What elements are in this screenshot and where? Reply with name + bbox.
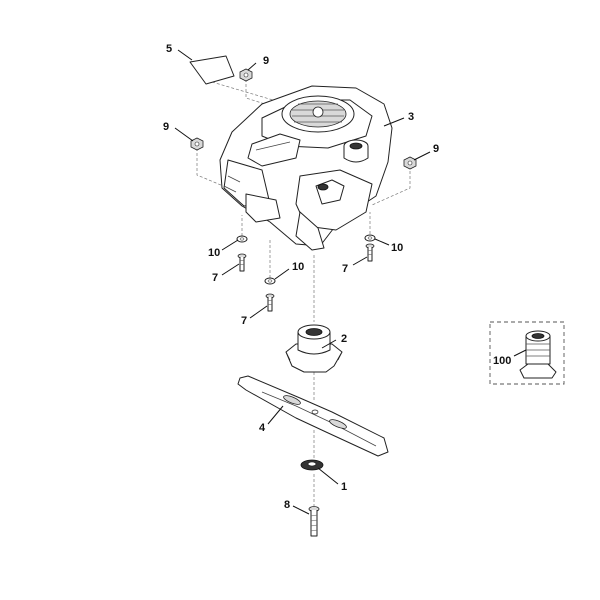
bolt-part <box>365 243 375 262</box>
detail-inset <box>489 321 565 385</box>
decal-part <box>189 55 235 85</box>
blade-washer-part <box>300 459 324 471</box>
washer-part <box>264 277 276 285</box>
callout-7: 7 <box>212 272 218 284</box>
callout-labels: 5 9 9 3 9 10 10 10 7 7 7 2 4 1 8 100 <box>163 43 511 511</box>
bolt-part <box>265 293 275 312</box>
bolt-part <box>237 253 247 272</box>
callout-4: 4 <box>259 422 266 434</box>
callout-10: 10 <box>292 261 304 273</box>
callout-8: 8 <box>284 499 290 511</box>
callout-9: 9 <box>433 143 439 155</box>
nut-part <box>190 137 204 151</box>
blade-bolt-part <box>308 506 320 537</box>
callout-1: 1 <box>341 481 347 493</box>
nut-part <box>403 156 417 170</box>
engine-part <box>219 85 393 251</box>
callout-3: 3 <box>408 111 414 123</box>
blade-adapter-part <box>285 324 343 373</box>
callout-9: 9 <box>163 121 169 133</box>
washer-part <box>364 234 376 242</box>
washer-part <box>236 235 248 243</box>
leader-lines <box>174 49 527 515</box>
callout-2: 2 <box>341 333 347 345</box>
callout-7: 7 <box>241 315 247 327</box>
callout-100: 100 <box>493 355 511 367</box>
blade-part <box>237 375 389 457</box>
callout-9: 9 <box>263 55 269 67</box>
callout-7: 7 <box>342 263 348 275</box>
nut-part <box>239 68 253 82</box>
callout-10: 10 <box>391 242 403 254</box>
callout-10: 10 <box>208 247 220 259</box>
callout-5: 5 <box>166 43 172 55</box>
